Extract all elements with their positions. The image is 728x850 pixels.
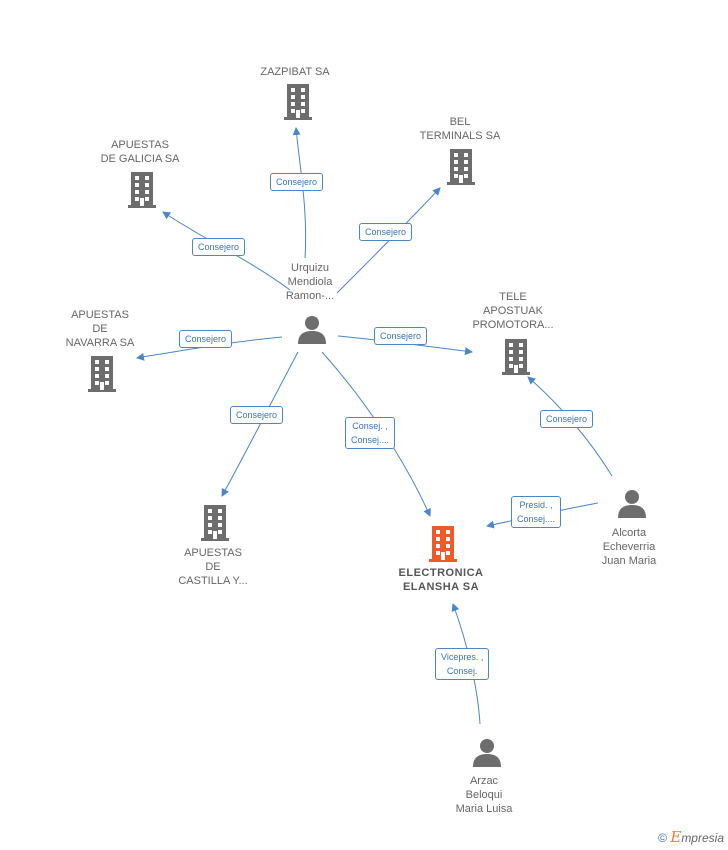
brand-name: mpresia — [681, 831, 724, 845]
relation-label: Presid. , Consej.... — [511, 496, 562, 528]
edge-urquizu-bel — [336, 187, 441, 294]
relation-label: Consejero — [374, 327, 428, 345]
building-icon[interactable] — [282, 84, 314, 120]
brand-footer[interactable]: © Empresia — [658, 828, 724, 846]
edge-urquizu-castilla — [221, 351, 299, 497]
relation-label: Consejero — [192, 238, 246, 256]
company-label-apuestas-galicia[interactable]: APUESTAS DE GALICIA SA — [100, 139, 180, 165]
company-label-electronica-elansha[interactable]: ELECTRONICA ELANSHA SA — [398, 567, 484, 593]
relation-label: Vicepres. , Consej. — [435, 648, 490, 680]
building-icon[interactable] — [199, 505, 231, 541]
person-label-arzac[interactable]: Arzac Beloqui Maria Luisa — [455, 775, 513, 815]
person-icon[interactable] — [471, 737, 503, 769]
company-label-apuestas-castilla[interactable]: APUESTAS DE CASTILLA Y... — [178, 547, 248, 587]
relation-label: Consejero — [359, 223, 413, 241]
building-icon[interactable] — [86, 356, 118, 392]
brand-logo-e: E — [670, 828, 682, 846]
person-label-alcorta[interactable]: Alcorta Echeverria Juan Maria — [601, 527, 657, 567]
building-icon[interactable] — [126, 172, 158, 208]
person-label-urquizu[interactable]: Urquizu Mendiola Ramon-... — [285, 262, 335, 302]
relation-label: Consejero — [179, 330, 233, 348]
company-label-apuestas-navarra[interactable]: APUESTAS DE NAVARRA SA — [65, 309, 135, 349]
relation-label: Consejero — [230, 406, 284, 424]
edge-urquizu-zazpibat — [292, 127, 307, 259]
building-icon[interactable] — [445, 149, 477, 185]
relation-label: Consej. , Consej.... — [345, 417, 396, 449]
company-label-zazpibat[interactable]: ZAZPIBAT SA — [260, 66, 330, 78]
relation-label: Consejero — [270, 173, 324, 191]
building-icon[interactable] — [500, 339, 532, 375]
person-icon[interactable] — [296, 314, 328, 346]
company-label-tele-apostuak[interactable]: TELE APOSTUAK PROMOTORA... — [472, 291, 554, 331]
company-label-bel-terminals[interactable]: BEL TERMINALS SA — [419, 116, 501, 142]
relation-label: Consejero — [540, 410, 594, 428]
copyright-symbol: © — [658, 831, 668, 845]
main-building-icon[interactable] — [427, 526, 459, 562]
person-icon[interactable] — [616, 488, 648, 520]
